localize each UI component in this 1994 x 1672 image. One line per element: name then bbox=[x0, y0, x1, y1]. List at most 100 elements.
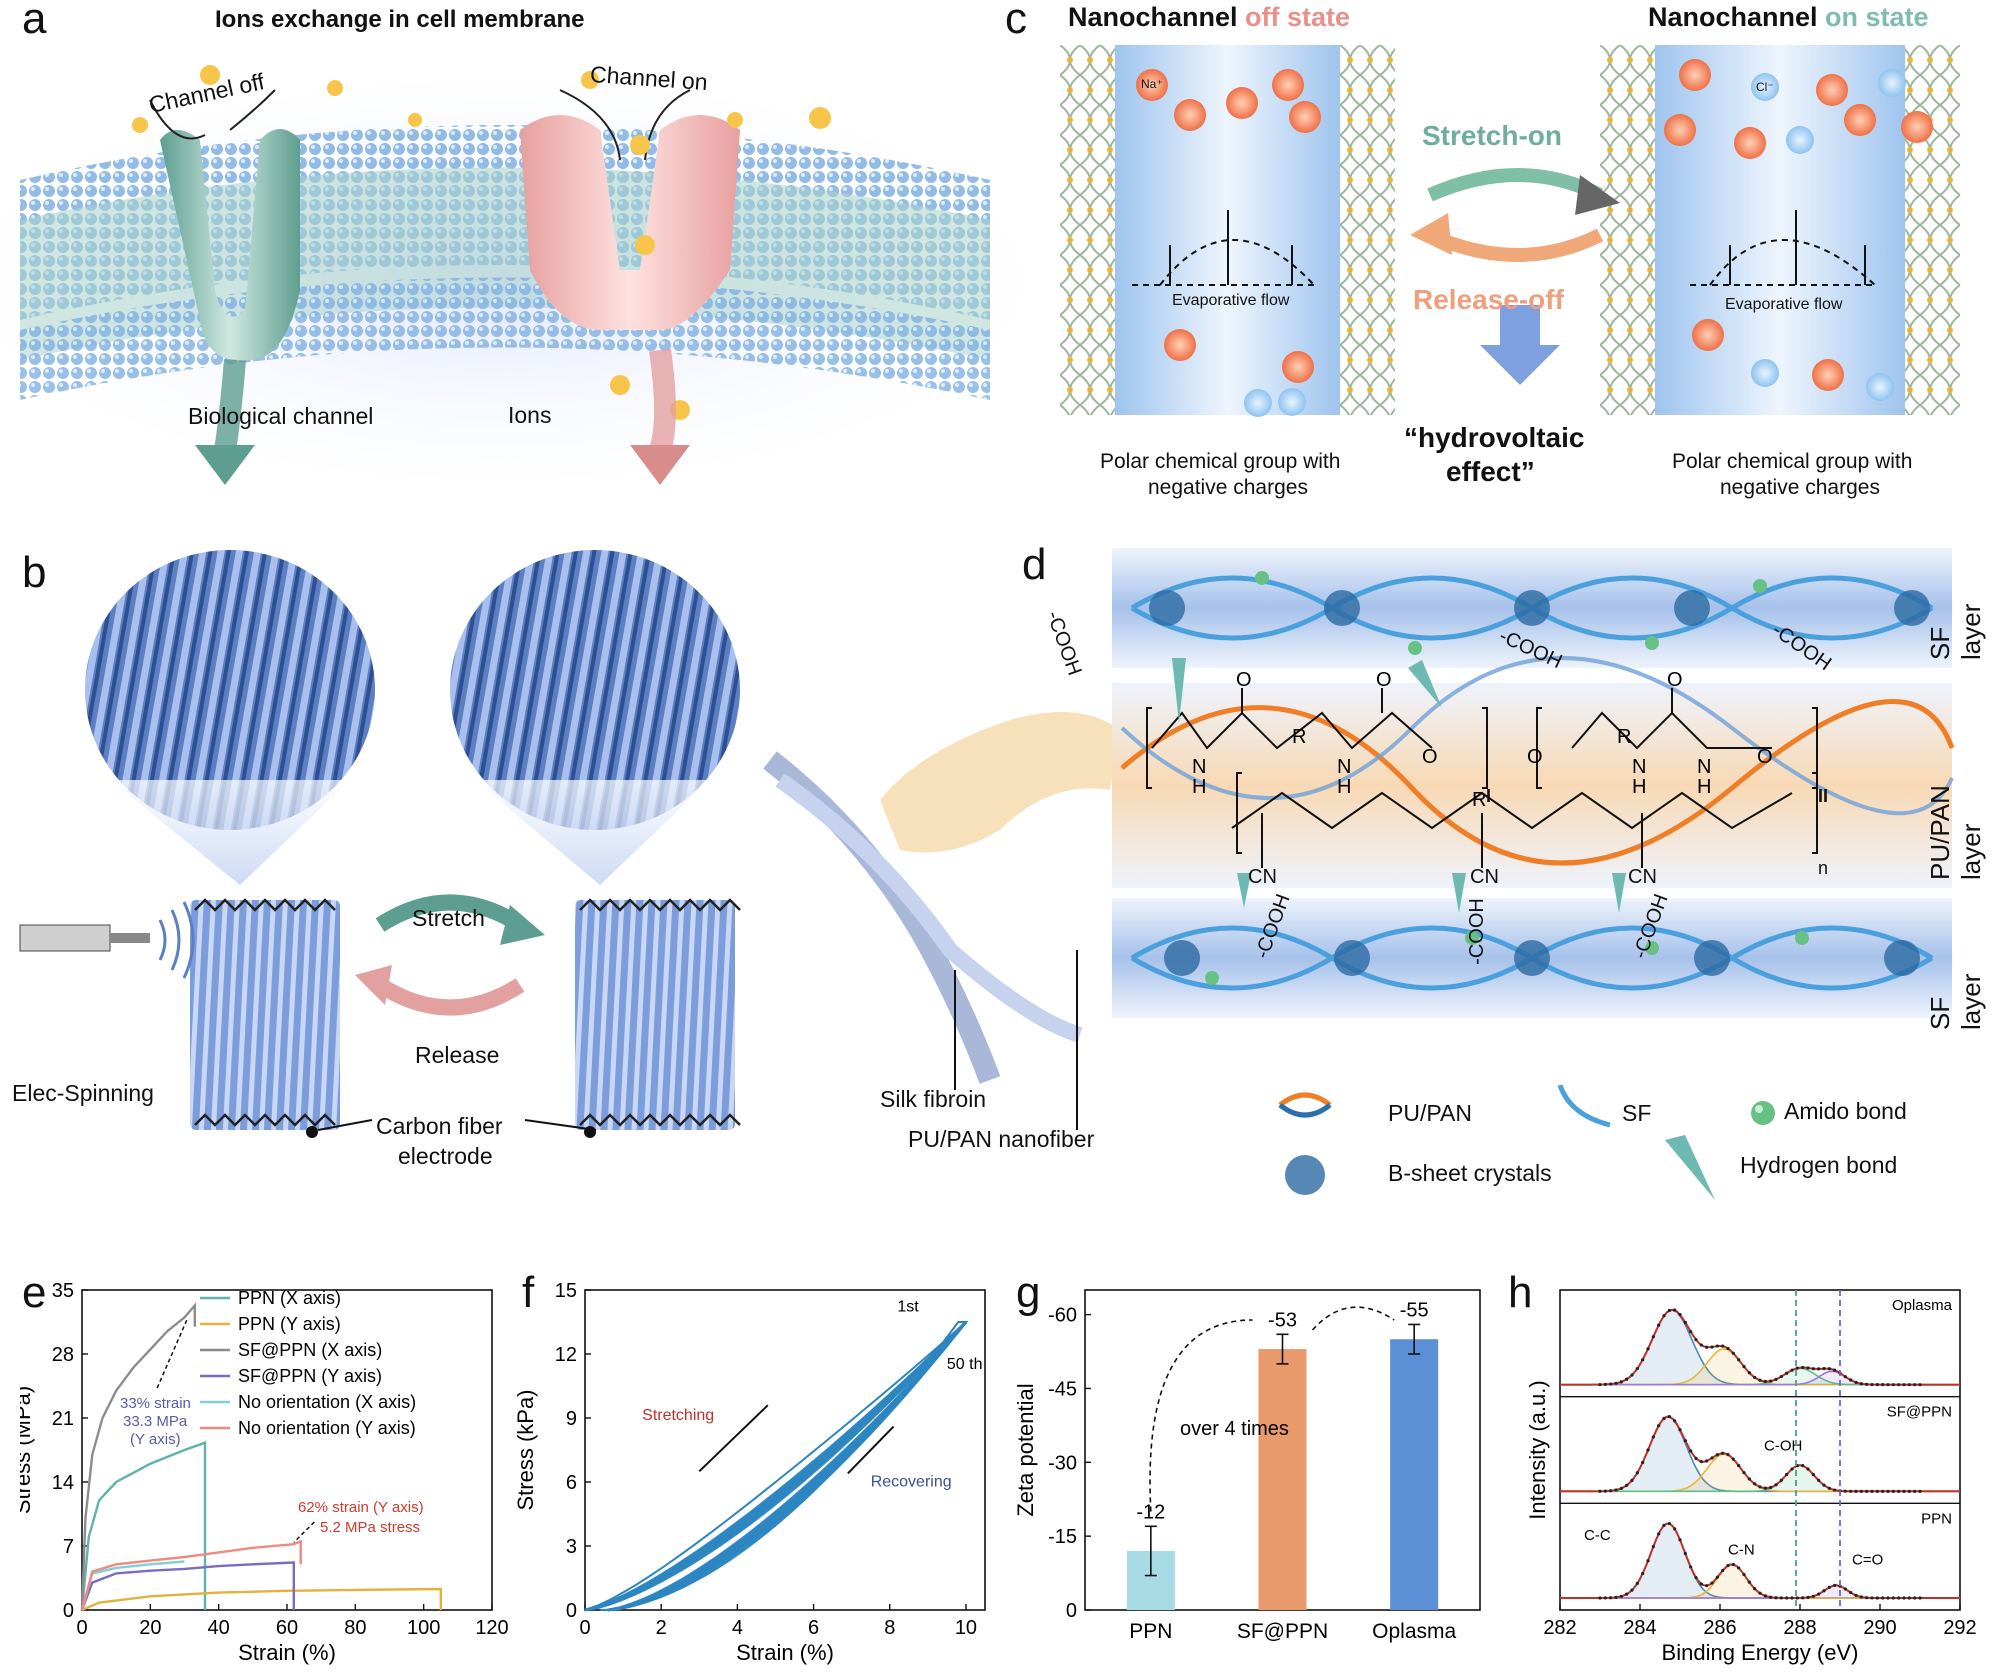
h-data-point bbox=[1811, 1594, 1815, 1598]
f-ytick-label: 12 bbox=[555, 1344, 577, 1366]
h-data-point bbox=[1827, 1367, 1831, 1371]
svg-text:O: O bbox=[1376, 669, 1392, 691]
h-frame bbox=[1559, 1289, 1961, 1611]
f-xtick-label: 10 bbox=[955, 1617, 977, 1639]
h-data-point bbox=[1854, 1593, 1858, 1597]
f-frame bbox=[584, 1289, 986, 1611]
f-ylabel: Stress (kPa) bbox=[515, 1389, 538, 1510]
h-data-point bbox=[1753, 1482, 1757, 1486]
h-data-point bbox=[1635, 1581, 1639, 1586]
svg-text:O: O bbox=[1667, 669, 1683, 691]
h-data-point bbox=[1619, 1380, 1623, 1384]
h-data-point bbox=[1726, 1346, 1730, 1351]
h-data-point bbox=[1715, 1344, 1719, 1348]
h-data-point bbox=[1699, 1343, 1703, 1347]
evaporative-flow-label-on: Evaporative flow bbox=[1725, 296, 1843, 313]
panel-h-letter: h bbox=[1508, 1268, 1533, 1317]
carbon-fiber-label-2: electrode bbox=[398, 1143, 493, 1169]
h-data-point bbox=[1907, 1383, 1911, 1387]
pu-pan-nanofiber-label: PU/PAN nanofiber bbox=[908, 1126, 1095, 1152]
g-ytick-label: -60 bbox=[1048, 1305, 1077, 1327]
h-data-point bbox=[1614, 1488, 1618, 1492]
h-data-point bbox=[1705, 1584, 1709, 1588]
stretch-label: Stretch bbox=[412, 905, 485, 931]
legend-pupan: PU/PAN bbox=[1388, 1100, 1472, 1126]
h-data-point bbox=[1822, 1589, 1826, 1593]
h-data-point bbox=[1678, 1428, 1682, 1432]
h-data-point bbox=[1891, 1596, 1895, 1600]
h-data-point bbox=[1726, 1563, 1730, 1568]
g-ytick-label: 0 bbox=[1066, 1600, 1077, 1622]
h-data-point bbox=[1721, 1568, 1725, 1573]
h-data-point bbox=[1790, 1368, 1794, 1372]
e-xtick-label: 120 bbox=[475, 1617, 508, 1639]
g-value-label: -12 bbox=[1136, 1501, 1165, 1523]
f-loop-line bbox=[584, 1321, 968, 1612]
e-ytick-label: 35 bbox=[52, 1280, 74, 1302]
e-series-line bbox=[80, 1302, 196, 1611]
polar-group-label-off-2: negative charges bbox=[1148, 476, 1308, 499]
f-xtick-label: 8 bbox=[884, 1617, 895, 1639]
svg-text:O: O bbox=[1236, 669, 1252, 691]
e-xtick-label: 100 bbox=[407, 1617, 440, 1639]
h-data-point bbox=[1678, 1538, 1682, 1542]
f-loop-line bbox=[584, 1321, 967, 1612]
e-annotation: 5.2 MPa stress bbox=[320, 1519, 420, 1536]
svg-text:O: O bbox=[1422, 746, 1438, 768]
h-peak bbox=[1560, 1416, 1960, 1493]
h-xtick-label: 292 bbox=[1943, 1617, 1976, 1639]
g-ytick-label: -45 bbox=[1048, 1378, 1077, 1400]
h-data-point bbox=[1763, 1594, 1767, 1598]
panel-f-letter: f bbox=[522, 1268, 535, 1317]
h-ylabel: Intensity (a.u.) bbox=[1525, 1380, 1550, 1519]
h-data-point bbox=[1859, 1382, 1863, 1386]
h-data-point bbox=[1801, 1464, 1805, 1468]
e-series-line bbox=[81, 1587, 442, 1612]
h-data-point bbox=[1683, 1439, 1687, 1443]
h-xtick-label: 286 bbox=[1703, 1617, 1736, 1639]
svg-text:N: N bbox=[1337, 756, 1351, 778]
chart-g: Zeta potential0-15-30-45-60-12PPN-53SF@P… bbox=[1013, 1289, 1481, 1643]
h-data-point bbox=[1801, 1596, 1805, 1600]
g-bar bbox=[1258, 1349, 1307, 1610]
e-ylabel: Stress (MPa) bbox=[20, 1386, 35, 1514]
h-envelope bbox=[1560, 1415, 1960, 1493]
d-cn-1: CN bbox=[1248, 866, 1277, 888]
h-data-point bbox=[1657, 1323, 1661, 1327]
h-data-point bbox=[1646, 1559, 1650, 1563]
h-data-point bbox=[1833, 1488, 1837, 1492]
d-cn-2: CN bbox=[1470, 866, 1499, 888]
h-data-point bbox=[1913, 1596, 1917, 1600]
h-data-point bbox=[1811, 1472, 1815, 1477]
panel-g-letter: g bbox=[1016, 1268, 1041, 1317]
h-data-point bbox=[1689, 1329, 1693, 1334]
h-data-point bbox=[1849, 1590, 1853, 1595]
h-data-point bbox=[1603, 1382, 1607, 1387]
h-data-point bbox=[1641, 1571, 1645, 1576]
h-data-point bbox=[1785, 1371, 1789, 1375]
h-data-point bbox=[1902, 1489, 1906, 1493]
h-data-point bbox=[1683, 1320, 1687, 1325]
h-data-point bbox=[1641, 1358, 1645, 1362]
h-data-point bbox=[1758, 1591, 1762, 1595]
svg-text:H: H bbox=[1697, 776, 1711, 798]
h-data-point bbox=[1689, 1449, 1693, 1453]
e-xtick-label: 20 bbox=[139, 1617, 161, 1639]
h-data-point bbox=[1609, 1489, 1613, 1493]
h-peak-label: C-OH bbox=[1764, 1437, 1802, 1454]
e-xtick-label: 40 bbox=[208, 1617, 230, 1639]
h-data-point bbox=[1865, 1489, 1869, 1493]
e-legend-label: PPN (Y axis) bbox=[238, 1314, 341, 1334]
h-data-point bbox=[1763, 1486, 1767, 1490]
h-data-point bbox=[1801, 1365, 1805, 1370]
h-data-point bbox=[1822, 1483, 1826, 1487]
h-data-point bbox=[1747, 1477, 1751, 1481]
h-data-point bbox=[1769, 1379, 1773, 1383]
e-ytick-label: 7 bbox=[63, 1536, 74, 1558]
h-data-point bbox=[1806, 1366, 1810, 1370]
d-sub-ii: II bbox=[1818, 786, 1829, 806]
e-annotation: 33% strain bbox=[120, 1395, 191, 1412]
h-data-point bbox=[1705, 1345, 1709, 1349]
elec-spinning-label: Elec-Spinning bbox=[12, 1080, 154, 1106]
h-peak-label: C=O bbox=[1852, 1551, 1883, 1568]
